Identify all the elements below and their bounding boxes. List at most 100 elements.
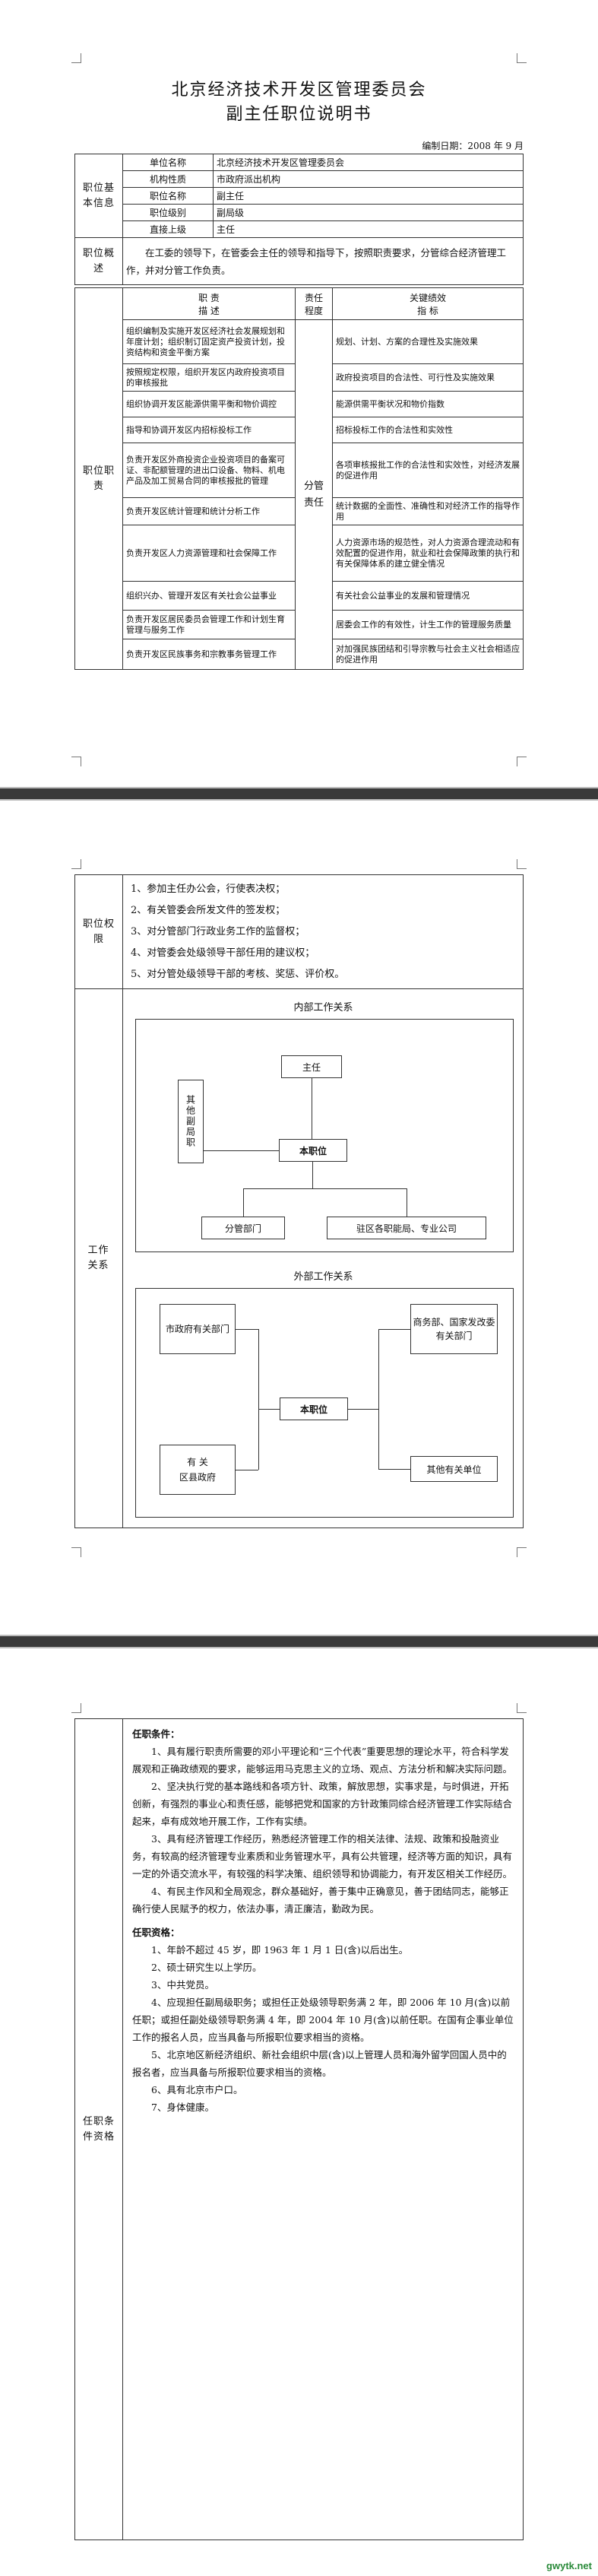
page-separator xyxy=(0,787,598,801)
authority-item: 2、有关管委会所发文件的签发权； xyxy=(131,904,286,916)
qualification-title: 任职资格： xyxy=(132,1927,180,1938)
duty-desc: 组织兴办、管理开发区有关社会公益事业 xyxy=(122,581,296,611)
authority-item: 4、对管委会处级领导干部任用的建议权； xyxy=(131,947,315,959)
qualification-item: 2、硕士研究生以上学历。 xyxy=(151,1962,262,1973)
crop-mark xyxy=(517,53,527,63)
section-label: 工作关系 xyxy=(87,1245,109,1271)
info-value: 北京经济技术开发区管理委员会 xyxy=(213,154,524,171)
qualification-item: 4、应现担任副局级职务；或担任正处级领导职务满 2 年，即 2006 年 10 … xyxy=(132,1997,514,2043)
info-value: 副主任 xyxy=(213,187,524,205)
duty-desc: 负责开发区外商投资企业投资项目的备案可证、非配额管理的进出口设备、物料、机电产品… xyxy=(122,443,296,498)
info-label: 职位级别 xyxy=(122,204,214,221)
duty-desc: 负责开发区民族事务和宗教事务管理工作 xyxy=(122,639,296,670)
connector xyxy=(312,1162,313,1188)
duty-desc: 负责开发区居民委员会管理工作和计划生育管理与服务工作 xyxy=(122,610,296,639)
authority-item: 3、对分管部门行政业务工作的监督权； xyxy=(131,925,305,937)
duty-desc: 按照规定权限，组织开发区内政府投资项目的审核报批 xyxy=(122,363,296,392)
duty-kpi: 招标投标工作的合法性和实效性 xyxy=(332,417,524,443)
node-other-deputies: 其他副局职 xyxy=(178,1080,204,1163)
qualification-item: 6、具有北京市户口。 xyxy=(151,2084,243,2095)
relations-frame xyxy=(74,988,524,1528)
connector xyxy=(236,1329,258,1330)
connector xyxy=(378,1469,410,1470)
external-title: 外部工作关系 xyxy=(293,1271,353,1283)
node-director: 主任 xyxy=(281,1055,342,1078)
node-city-govt: 市政府有关部门 xyxy=(160,1304,236,1354)
compile-date: 编制日期：2008 年 9 月 xyxy=(422,141,524,151)
node-this-position: 本职位 xyxy=(279,1139,347,1162)
duties-table: 职位职责 职 责 描 述 责任 程度 关键绩效 指 标 组织编制及实施开发区经济… xyxy=(74,287,524,670)
page-separator xyxy=(0,1635,598,1648)
section-label: 任职条件资格 xyxy=(74,1718,123,2540)
external-diagram xyxy=(135,1288,514,1518)
duty-kpi: 有关社会公益事业的发展和管理情况 xyxy=(332,581,524,611)
qualification-item: 1、年龄不超过 45 岁，即 1963 年 1 月 1 日(含)以后出生。 xyxy=(151,1944,409,1956)
crop-mark xyxy=(71,1547,81,1557)
qualification-item: 5、北京地区新经济组织、新社会组织中层(含)以上管理人员和海外留学回国人员中的报… xyxy=(132,2049,507,2078)
authority-item: 5、对分管处级领导干部的考核、奖惩、评价权。 xyxy=(131,968,345,980)
page-1: 北京经济技术开发区管理委员会 副主任职位说明书 编制日期：2008 年 9 月 … xyxy=(61,0,537,776)
section-label: 职位概述 xyxy=(74,237,123,285)
qualifications-table: 任职条件资格 任职条件： 1、具有履行职责所需要的邓小平理论和“三个代表”重要思… xyxy=(74,1718,524,2540)
connector xyxy=(243,1188,407,1189)
header-desc: 职 责 描 述 xyxy=(122,287,296,320)
info-value: 副局级 xyxy=(213,204,524,221)
section-label: 职位职责 xyxy=(74,287,123,670)
connector xyxy=(243,1188,244,1217)
info-label: 单位名称 xyxy=(122,154,214,171)
condition-item: 3、具有经济管理工作经历，熟悉经济管理工作的相关法律、法规、政策和投融资业务，有… xyxy=(132,1833,513,1880)
crop-mark xyxy=(71,1703,81,1713)
page-2: 职位权限 1、参加主任办公会，行使表决权； 2、有关管委会所发文件的签发权； 3… xyxy=(61,852,537,1581)
crop-mark xyxy=(71,757,81,766)
connector xyxy=(204,1150,279,1151)
duty-kpi: 居委会工作的有效性，计生工作的管理服务质量 xyxy=(332,610,524,639)
internal-title: 内部工作关系 xyxy=(293,1002,353,1014)
info-value: 主任 xyxy=(213,220,524,238)
info-label: 职位名称 xyxy=(122,187,214,205)
doc-subtitle: 副主任职位说明书 xyxy=(226,105,372,124)
node-other-units: 其他有关单位 xyxy=(410,1456,498,1482)
condition-item: 4、有民主作风和全局观念，群众基础好，善于集中正确意见，善于团结同志，能够正确行… xyxy=(132,1886,509,1915)
overview-text: 在工委的领导下，在管委会主任的领导和指导下，按照职责要求，分管综合经济管理工作，… xyxy=(126,246,507,276)
node-managed-depts: 分管部门 xyxy=(201,1217,285,1239)
node-resident-bureaus: 驻区各职能局、专业公司 xyxy=(327,1217,486,1239)
condition-item: 2、坚决执行党的基本路线和各项方针、政策，解放思想，实事求是，与时俱进，开拓创新… xyxy=(132,1781,513,1827)
watermark: gwytk.net xyxy=(546,2560,592,2571)
node-this-position-ext: 本职位 xyxy=(280,1397,348,1420)
duty-kpi: 统计数据的全面性、准确性和对经济工作的指导作用 xyxy=(332,497,524,525)
node-district-govt: 有 关 区县政府 xyxy=(160,1445,236,1495)
page-3: 任职条件资格 任职条件： 1、具有履行职责所需要的邓小平理论和“三个代表”重要思… xyxy=(61,1696,537,2576)
duty-desc: 组织编制及实施开发区经济社会发展规划和年度计划；组织制订固定资产投资计划，投资结… xyxy=(122,319,296,364)
crop-mark xyxy=(517,1547,527,1557)
crop-mark xyxy=(517,757,527,766)
crop-mark xyxy=(71,53,81,63)
duty-desc: 负责开发区人力资源管理和社会保障工作 xyxy=(122,525,296,582)
duty-desc: 负责开发区统计管理和统计分析工作 xyxy=(122,497,296,525)
duty-kpi: 规划、计划、方案的合理性及实施效果 xyxy=(332,319,524,364)
doc-title: 北京经济技术开发区管理委员会 xyxy=(171,81,427,100)
duty-kpi: 人力资源市场的规范性，对人力资源合理流动和有效配置的促进作用，就业和社会保障政策… xyxy=(332,525,524,582)
internal-diagram xyxy=(135,1019,514,1252)
crop-mark xyxy=(517,1703,527,1713)
qualification-item: 3、中共党员。 xyxy=(151,1979,214,1991)
duty-kpi: 能源供需平衡状况和物价指数 xyxy=(332,391,524,417)
connector xyxy=(378,1329,410,1330)
duty-kpi: 政府投资项目的合法性、可行性及实施效果 xyxy=(332,363,524,392)
info-value: 市政府派出机构 xyxy=(213,170,524,188)
condition-item: 1、具有履行职责所需要的邓小平理论和“三个代表”重要思想的理论水平，符合科学发展… xyxy=(132,1746,513,1775)
crop-mark xyxy=(517,859,527,869)
basic-info-table: 职位基本信息 单位名称 北京经济技术开发区管理委员会 机构性质 市政府派出机构 … xyxy=(74,154,524,285)
authority-table: 职位权限 1、参加主任办公会，行使表决权； 2、有关管委会所发文件的签发权； 3… xyxy=(74,874,524,989)
crop-mark xyxy=(71,859,81,869)
header-degree: 责任 程度 xyxy=(295,287,333,320)
header-kpi: 关键绩效 指 标 xyxy=(332,287,524,320)
authority-item: 1、参加主任办公会，行使表决权； xyxy=(131,883,286,895)
section-label: 职位权限 xyxy=(74,874,123,989)
connector xyxy=(258,1329,259,1470)
info-label: 直接上级 xyxy=(122,220,214,238)
section-label: 职位基本信息 xyxy=(74,154,123,238)
connector xyxy=(378,1329,379,1470)
info-label: 机构性质 xyxy=(122,170,214,188)
duty-degree: 分管 责任 xyxy=(295,319,333,670)
connector xyxy=(348,1409,378,1410)
